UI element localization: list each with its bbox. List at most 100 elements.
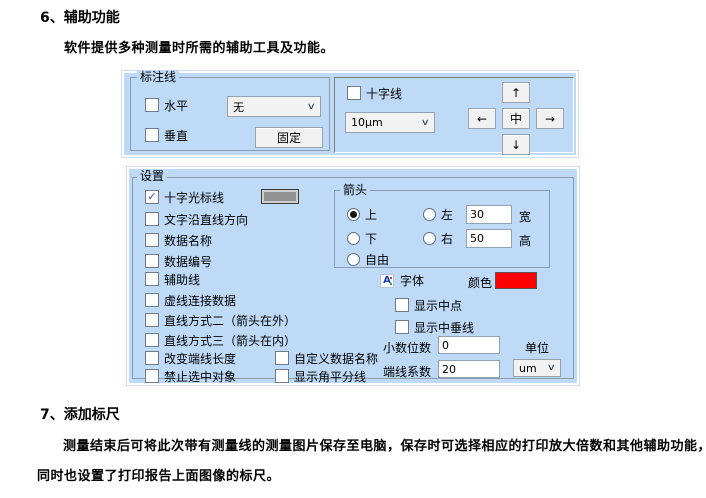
checkbox-icon bbox=[347, 86, 361, 100]
font-color-swatch[interactable] bbox=[495, 272, 537, 289]
checkbox-label: 十字线 bbox=[366, 86, 403, 101]
settings-screenshot: 设置 ✓ 十字光标线 文字沿直线方向 数据名称 数据编号 辅助线 虚线连接数据 … bbox=[126, 166, 580, 386]
checkbox-dashed-connect-data[interactable]: 虚线连接数据 bbox=[145, 293, 237, 308]
annotation-group-label: 标注线 bbox=[137, 70, 180, 84]
annotation-line-group: 标注线 水平 无 ∨ 垂直 固定 bbox=[130, 70, 330, 151]
checkbox-icon bbox=[145, 272, 159, 286]
move-up-button[interactable]: ↑ bbox=[502, 82, 530, 103]
radio-icon bbox=[423, 231, 436, 245]
font-a-icon: A bbox=[380, 273, 394, 288]
checkbox-icon bbox=[145, 254, 159, 268]
checkbox-show-angle-bisector[interactable]: 显示角平分线 bbox=[275, 369, 367, 384]
font-button[interactable]: A 字体 bbox=[380, 273, 424, 288]
crosshair-panel: 十字线 10μm ∨ ↑ ← 中 → ↓ bbox=[334, 77, 574, 155]
radio-arrow-up[interactable]: 上 bbox=[347, 207, 377, 222]
checkbox-text-along-line[interactable]: 文字沿直线方向 bbox=[145, 212, 249, 227]
section-7-paragraph-line1: 测量结束后可将此次带有测量线的测量图片保存至电脑，保存时可选择相应的打印放大倍数… bbox=[63, 439, 706, 454]
move-down-button[interactable]: ↓ bbox=[502, 134, 530, 155]
endline-factor-label: 端线系数 bbox=[383, 365, 432, 379]
checkbox-label: 显示中垂线 bbox=[414, 320, 475, 335]
endline-factor-input[interactable] bbox=[438, 360, 500, 378]
move-right-button[interactable]: → bbox=[536, 108, 564, 129]
section-7-paragraph-line2: 同时也设置了打印报告上面图像的标尺。 bbox=[37, 469, 281, 484]
radio-label: 右 bbox=[441, 231, 454, 246]
checkbox-label: 虚线连接数据 bbox=[164, 293, 237, 308]
checkbox-icon bbox=[145, 351, 159, 365]
checkbox-label: 改变端线长度 bbox=[164, 351, 237, 366]
checkbox-show-midpoint[interactable]: 显示中点 bbox=[395, 298, 462, 313]
checkbox-label: 数据编号 bbox=[164, 254, 213, 269]
section-6-paragraph: 软件提供多种测量时所需的辅助工具及功能。 bbox=[64, 41, 335, 56]
checkbox-label: 直线方式二（箭头在外） bbox=[164, 313, 297, 328]
checkbox-label: 水平 bbox=[164, 98, 189, 113]
checkbox-label: 文字沿直线方向 bbox=[164, 212, 249, 227]
checkbox-checked-icon: ✓ bbox=[145, 190, 159, 204]
arrow-width-input[interactable] bbox=[466, 205, 512, 224]
chevron-down-icon: ∨ bbox=[547, 363, 557, 373]
checkbox-show-perpendicular[interactable]: 显示中垂线 bbox=[395, 320, 475, 335]
checkbox-change-endline-length[interactable]: 改变端线长度 bbox=[145, 351, 237, 366]
arrow-group-label: 箭头 bbox=[340, 183, 371, 197]
settings-group bbox=[132, 177, 574, 379]
checkbox-icon bbox=[145, 128, 159, 142]
fixed-button[interactable]: 固定 bbox=[255, 127, 323, 148]
radio-arrow-down[interactable]: 下 bbox=[347, 231, 377, 246]
checkbox-label: 自定义数据名称 bbox=[294, 351, 379, 366]
checkbox-icon bbox=[145, 369, 159, 383]
arrow-group: 箭头 上 左 下 右 自由 宽 高 bbox=[334, 183, 550, 268]
settings-group-label: 设置 bbox=[137, 169, 168, 183]
color-label: 颜色 bbox=[468, 276, 493, 290]
unit-select[interactable]: um ∨ bbox=[513, 359, 561, 377]
radio-label: 自由 bbox=[365, 252, 390, 267]
crosshair-scale-select[interactable]: 10μm ∨ bbox=[345, 112, 435, 133]
checkbox-data-name[interactable]: 数据名称 bbox=[145, 233, 213, 248]
toolbar-screenshot: 标注线 水平 无 ∨ 垂直 固定 十字线 10μm ∨ ↑ ← 中 → ↓ bbox=[121, 70, 579, 158]
select-value: 无 bbox=[233, 100, 244, 114]
section-7-heading: 7、添加标尺 bbox=[40, 407, 120, 423]
cursor-line-color-swatch[interactable] bbox=[261, 189, 299, 204]
checkbox-vertical[interactable]: 垂直 bbox=[145, 128, 189, 143]
move-left-button[interactable]: ← bbox=[468, 108, 496, 129]
checkbox-horizontal[interactable]: 水平 bbox=[145, 98, 189, 113]
checkbox-custom-data-name[interactable]: 自定义数据名称 bbox=[275, 351, 379, 366]
checkbox-icon bbox=[145, 313, 159, 327]
checkbox-icon bbox=[145, 233, 159, 247]
checkbox-icon bbox=[145, 333, 159, 347]
decimal-places-label: 小数位数 bbox=[383, 341, 432, 355]
checkbox-label: 显示角平分线 bbox=[294, 369, 367, 384]
checkbox-data-number[interactable]: 数据编号 bbox=[145, 254, 213, 269]
arrow-height-input[interactable] bbox=[466, 229, 512, 248]
radio-arrow-left[interactable]: 左 bbox=[423, 207, 454, 222]
font-button-label: 字体 bbox=[400, 274, 425, 288]
checkbox-crosshair[interactable]: 十字线 bbox=[347, 86, 403, 101]
radio-icon bbox=[347, 252, 360, 266]
move-center-button[interactable]: 中 bbox=[502, 108, 530, 129]
checkbox-label: 垂直 bbox=[164, 128, 189, 143]
radio-selected-icon bbox=[347, 207, 360, 221]
checkbox-icon bbox=[145, 212, 159, 226]
checkbox-lock-selection[interactable]: 禁止选中对象 bbox=[145, 369, 236, 384]
section-6-heading: 6、辅助功能 bbox=[40, 10, 120, 26]
radio-arrow-right[interactable]: 右 bbox=[423, 231, 454, 246]
checkbox-line-mode-three[interactable]: 直线方式三（箭头在内） bbox=[145, 333, 296, 348]
line-style-select[interactable]: 无 ∨ bbox=[227, 96, 321, 117]
radio-arrow-free[interactable]: 自由 bbox=[347, 252, 390, 267]
radio-label: 左 bbox=[441, 207, 454, 222]
checkbox-icon bbox=[145, 293, 159, 307]
unit-label: 单位 bbox=[525, 341, 550, 355]
checkbox-label: 辅助线 bbox=[164, 272, 201, 287]
checkbox-line-mode-two[interactable]: 直线方式二（箭头在外） bbox=[145, 313, 297, 328]
decimal-places-input[interactable] bbox=[438, 336, 500, 354]
checkbox-icon bbox=[395, 320, 409, 334]
checkbox-icon bbox=[145, 98, 159, 112]
checkbox-label: 十字光标线 bbox=[164, 190, 225, 205]
arrow-height-label: 高 bbox=[519, 234, 532, 248]
checkbox-crosshair-cursor-line[interactable]: ✓ 十字光标线 bbox=[145, 190, 225, 205]
arrow-width-label: 宽 bbox=[519, 210, 532, 224]
chevron-down-icon: ∨ bbox=[421, 117, 431, 128]
select-value: 10μm bbox=[351, 116, 383, 129]
checkbox-auxiliary-line[interactable]: 辅助线 bbox=[145, 272, 201, 287]
chevron-down-icon: ∨ bbox=[307, 101, 317, 112]
checkbox-label: 数据名称 bbox=[164, 233, 213, 248]
checkbox-icon bbox=[275, 369, 289, 383]
